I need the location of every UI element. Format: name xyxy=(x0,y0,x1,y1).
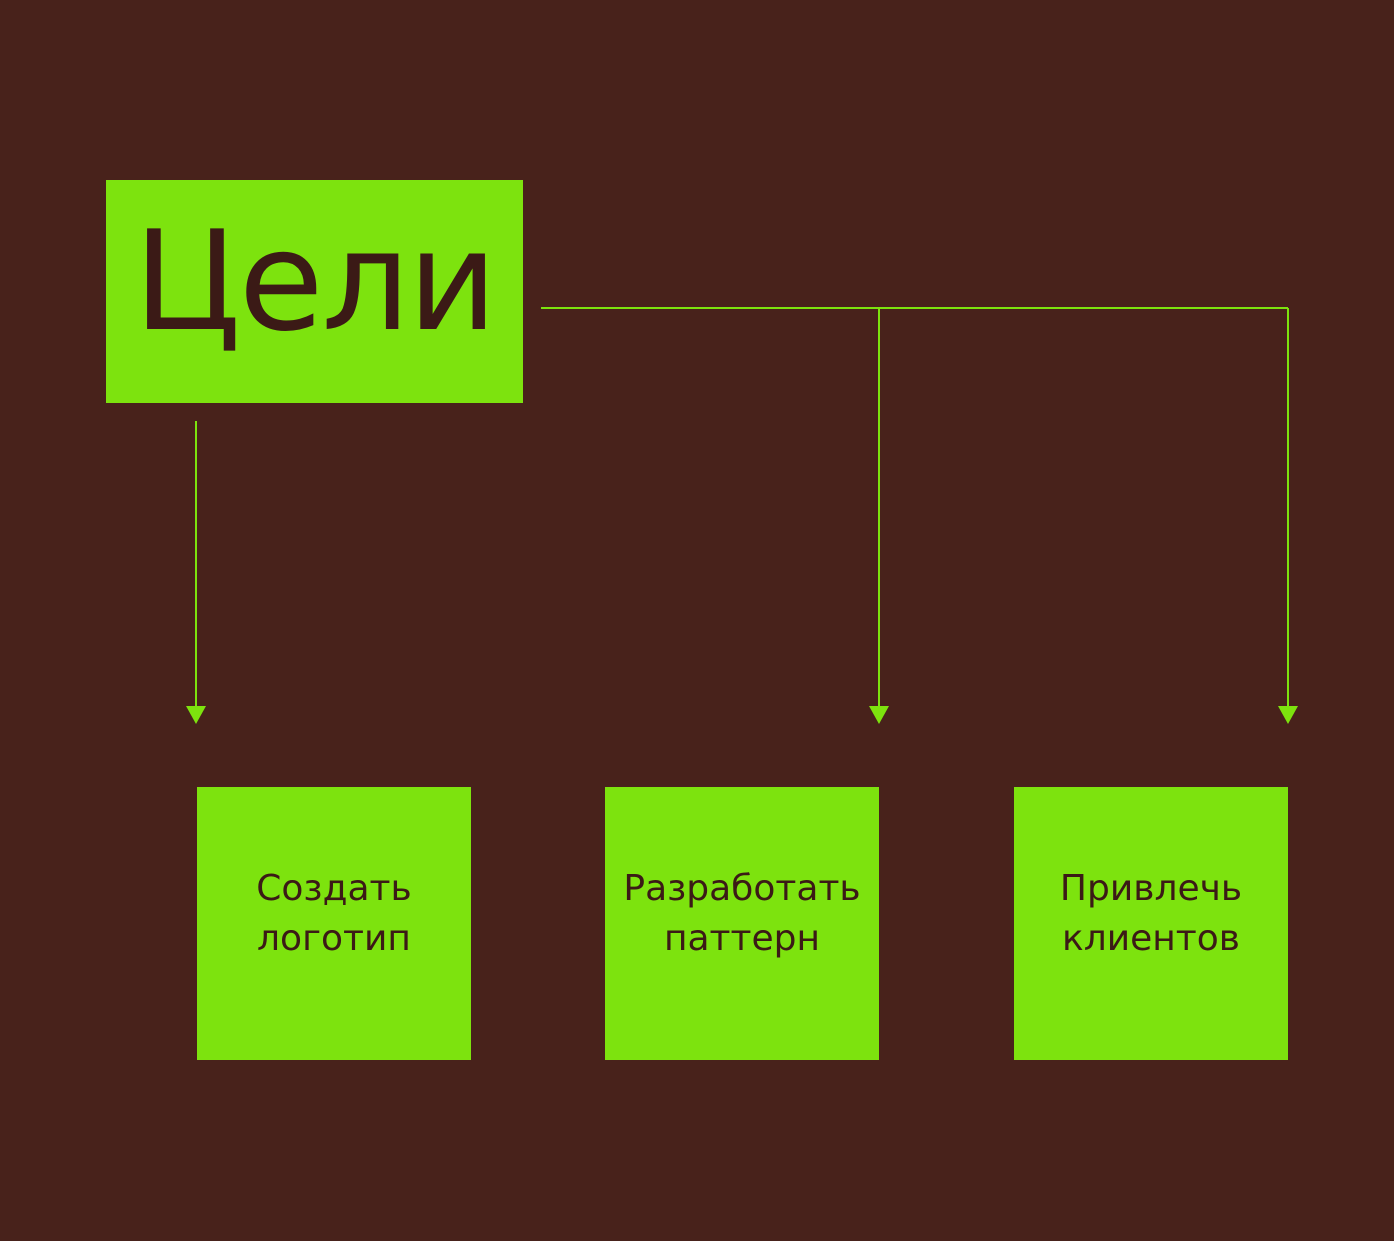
arrowhead-icon xyxy=(186,706,206,724)
arrowhead-icon xyxy=(1278,706,1298,724)
arrowhead-icon xyxy=(869,706,889,724)
child-node-pattern: Разработать паттерн xyxy=(605,787,879,1060)
child-label: Разработать паттерн xyxy=(623,867,861,959)
root-node-goals: Цели xyxy=(106,180,523,403)
child-label: Привлечь клиентов xyxy=(1059,867,1243,959)
child-label: Создать логотип xyxy=(256,867,412,959)
child-node-clients: Привлечь клиентов xyxy=(1014,787,1288,1060)
root-label: Цели xyxy=(133,201,498,362)
child-node-logo: Создать логотип xyxy=(197,787,471,1060)
